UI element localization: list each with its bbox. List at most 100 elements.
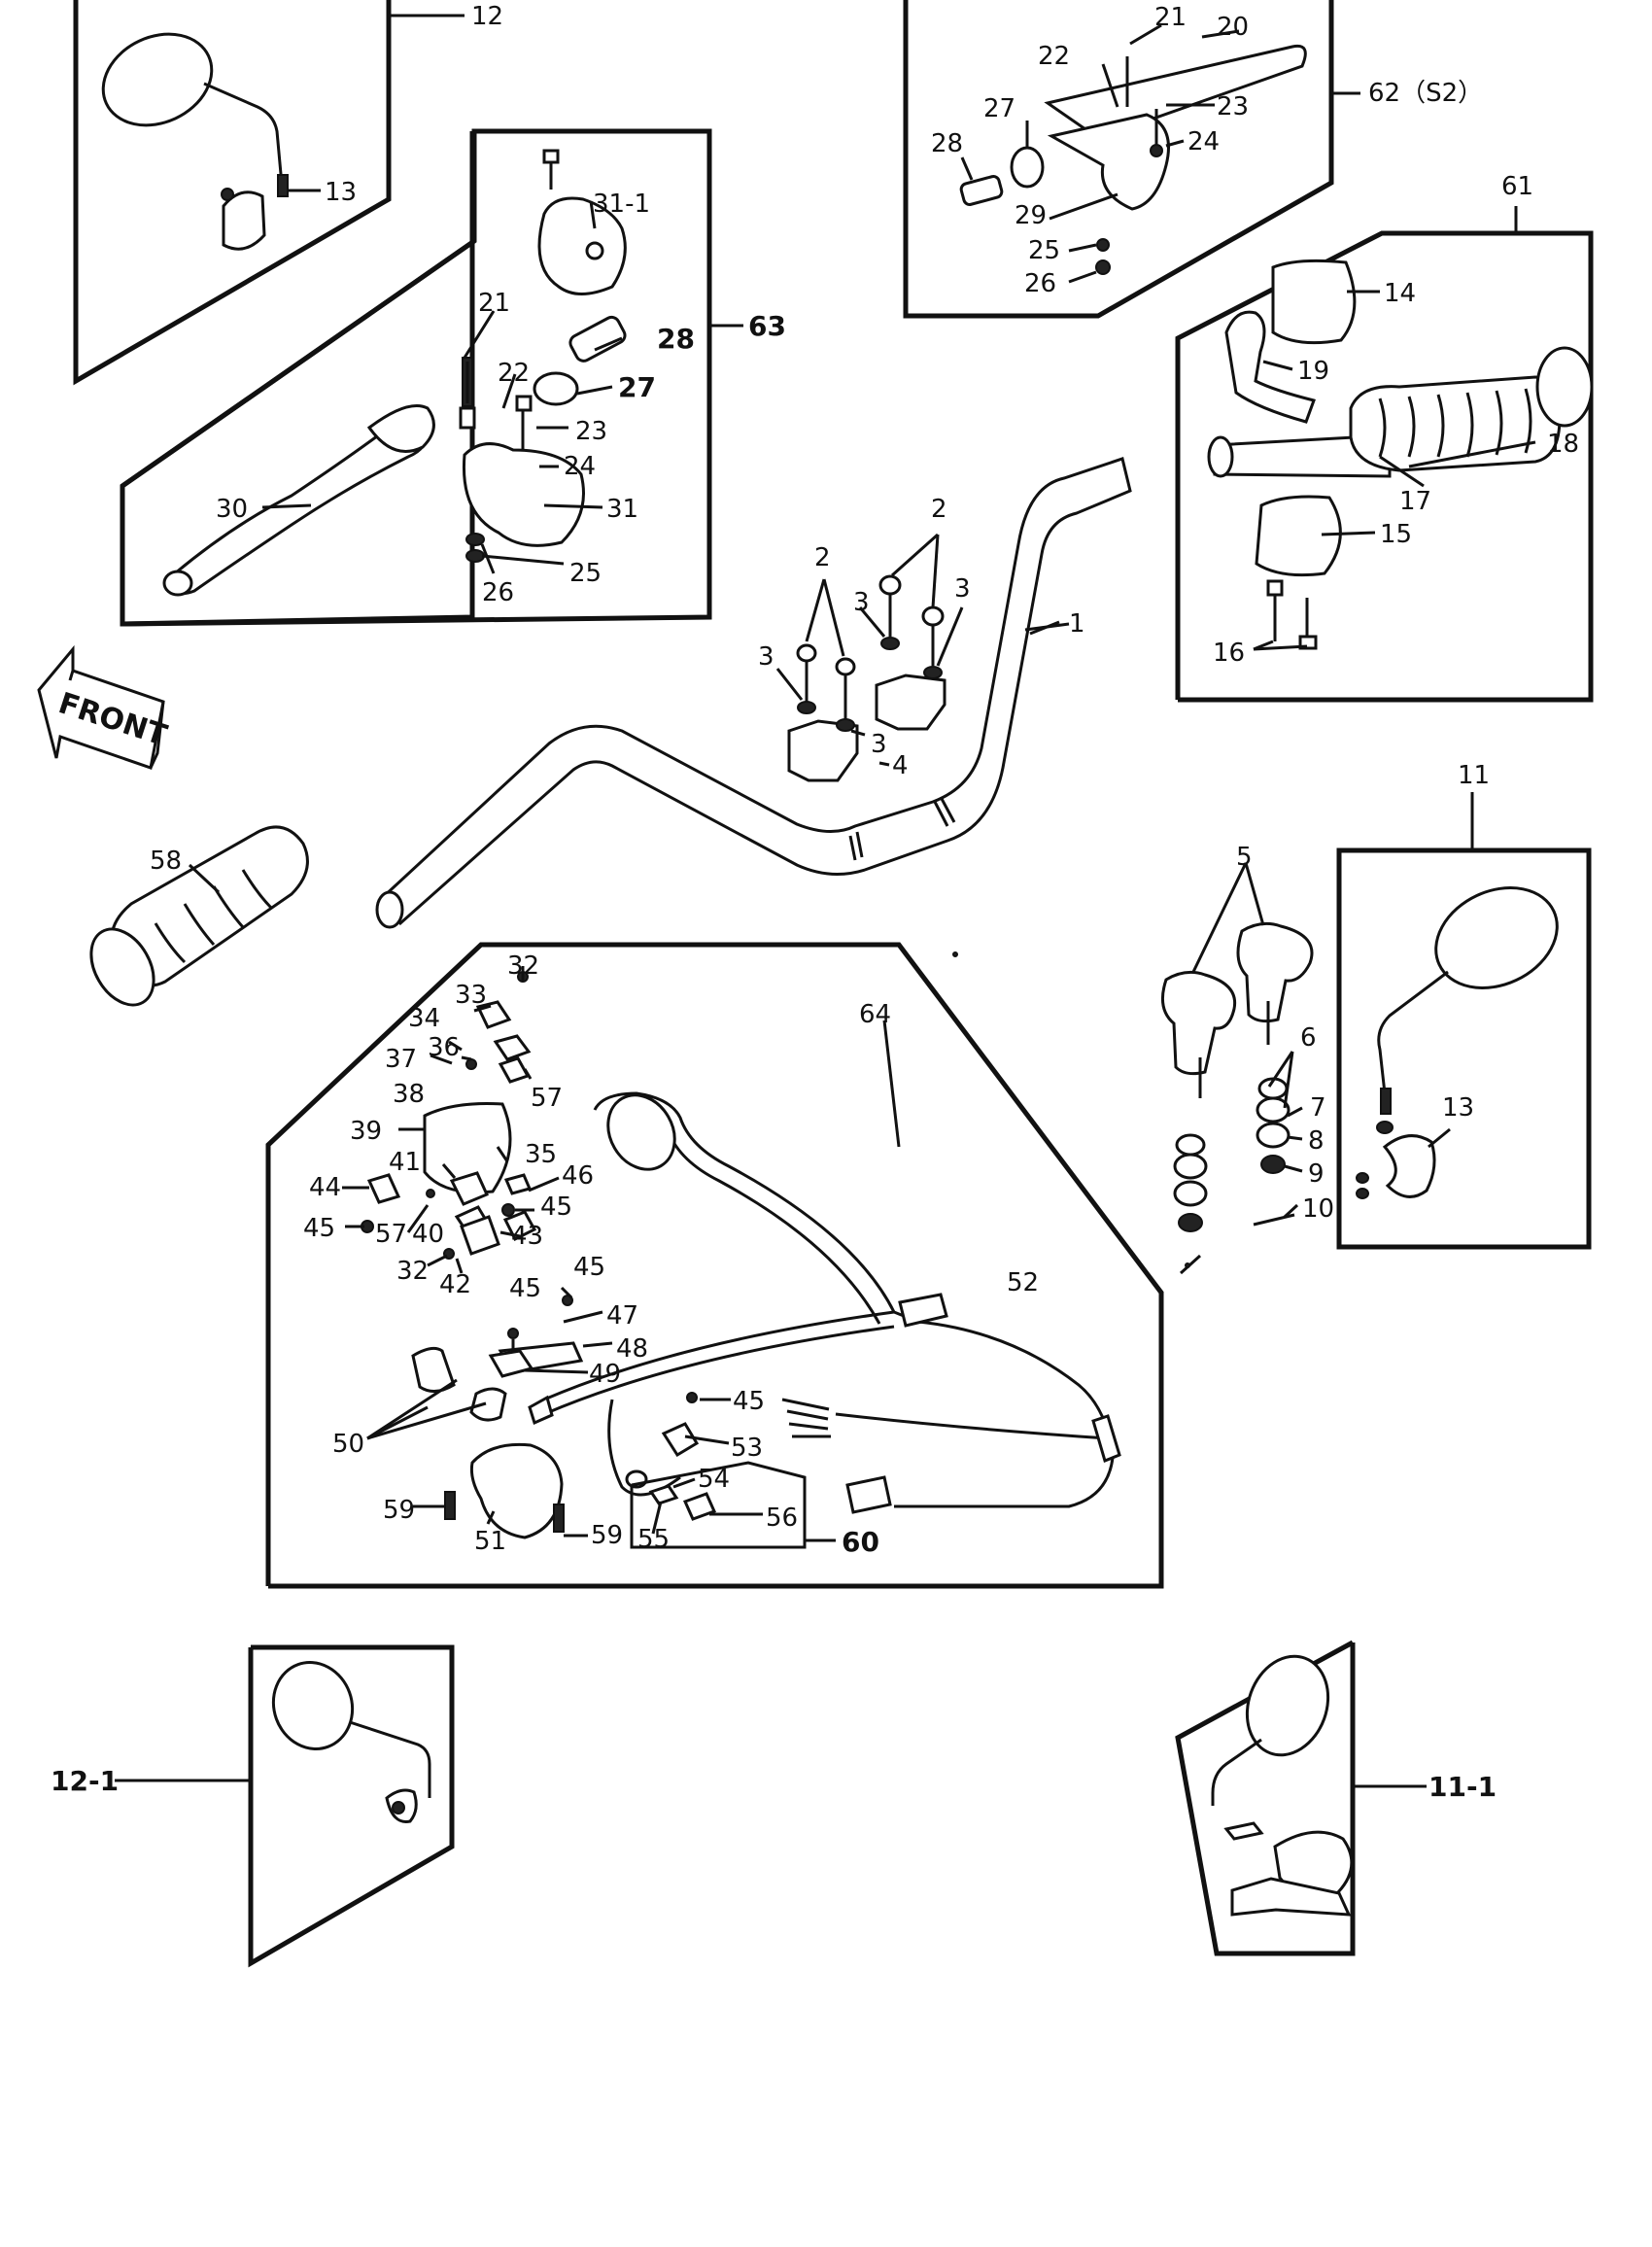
- callout-24b: 24: [564, 452, 596, 481]
- callout-4: 4: [892, 751, 909, 780]
- callout-43: 43: [511, 1222, 543, 1251]
- callout-57a: 57: [531, 1084, 563, 1113]
- callout-49: 49: [589, 1360, 621, 1389]
- grip-58-cap: [89, 927, 155, 1007]
- callout-12: 12: [471, 2, 503, 31]
- throttle-tube-end: [1207, 435, 1234, 478]
- callout-25b: 25: [569, 559, 602, 588]
- lever-28-adjuster: [568, 315, 627, 363]
- group-63-lever: [120, 128, 743, 627]
- callout-42: 42: [439, 1270, 471, 1299]
- callout-29: 29: [1015, 201, 1047, 230]
- callout-50: 50: [332, 1430, 364, 1459]
- callout-21b: 21: [478, 289, 510, 318]
- handlebar-group: [375, 457, 1132, 929]
- front-arrow: FRONT: [37, 644, 171, 770]
- harness-clip: [898, 1293, 948, 1328]
- handlebar-mark: [848, 835, 857, 861]
- callout-44: 44: [309, 1173, 341, 1202]
- callout-45e: 45: [733, 1387, 765, 1416]
- callout-31: 31: [606, 495, 638, 524]
- callout-41: 41: [389, 1148, 421, 1177]
- throttle-housing-lower: [1255, 495, 1342, 577]
- grip-58: [89, 825, 309, 1007]
- callout-23a: 23: [1217, 92, 1249, 121]
- callout-11: 11: [1458, 761, 1490, 790]
- callout-8: 8: [1308, 1126, 1325, 1156]
- throttle-housing-upper: [1271, 259, 1357, 345]
- callout-12-1: 12-1: [51, 1765, 119, 1797]
- mirror-12-1-stem: [349, 1720, 431, 1798]
- switch-housing-51: [469, 1442, 564, 1539]
- callout-39: 39: [350, 1117, 382, 1146]
- mirror-12-clamp: [222, 190, 266, 251]
- callout-27b: 27: [618, 371, 656, 403]
- callout-51: 51: [474, 1527, 506, 1556]
- lever-31-bracket: [462, 442, 585, 547]
- mirror-11-1-head: [1245, 1654, 1330, 1757]
- callout-21a: 21: [1154, 3, 1187, 32]
- callout-38: 38: [393, 1080, 425, 1109]
- callout-52: 52: [1007, 1268, 1039, 1297]
- callout-1: 1: [1069, 609, 1085, 639]
- callout-6: 6: [1300, 1023, 1317, 1053]
- callout-24a: 24: [1187, 127, 1220, 156]
- switch-part-44: [366, 1173, 401, 1204]
- callout-59a: 59: [383, 1496, 415, 1525]
- callout-13b: 13: [1442, 1093, 1474, 1123]
- callout-46: 46: [562, 1161, 594, 1191]
- callout-48: 48: [616, 1334, 648, 1364]
- callout-30: 30: [216, 495, 248, 524]
- callout-3c: 3: [758, 642, 774, 672]
- group-61-throttle: [1175, 206, 1594, 703]
- callout-17: 17: [1399, 487, 1431, 516]
- callout-47: 47: [606, 1301, 638, 1331]
- mirror-11-head: [1434, 886, 1559, 989]
- callout-22b: 22: [498, 359, 530, 388]
- callout-2a: 2: [814, 543, 831, 572]
- callout-10: 10: [1302, 1194, 1334, 1224]
- grip-18-cap: [1535, 346, 1594, 428]
- speck: [1185, 1262, 1190, 1268]
- callout-32a: 32: [507, 951, 539, 981]
- callout-56: 56: [766, 1504, 798, 1533]
- clamp-4-right: [875, 674, 946, 731]
- callout-32b: 32: [396, 1257, 429, 1286]
- callout-59b: 59: [591, 1521, 623, 1550]
- group-64-switch: [265, 942, 1164, 1589]
- mirror-12-1-head: [271, 1661, 355, 1750]
- callout-27a: 27: [983, 94, 1015, 123]
- callout-28a: 28: [931, 129, 963, 158]
- callout-55: 55: [637, 1525, 670, 1554]
- lever-62-washer: [1010, 146, 1045, 189]
- switch-housing-39: [423, 1102, 512, 1194]
- callout-57b: 57: [375, 1220, 407, 1249]
- lever-31-1-bracket: [537, 196, 627, 295]
- callout-5: 5: [1236, 843, 1253, 872]
- callout-54: 54: [698, 1465, 730, 1494]
- callout-13a: 13: [325, 178, 357, 207]
- group-11-1-mirror: [1175, 1640, 1427, 1956]
- callout-15: 15: [1380, 520, 1412, 549]
- handlebar-1-end: [375, 890, 404, 929]
- callout-labels: 12 13 21 20 22 23 62（S2） 27 28 24 29 25 …: [51, 2, 1579, 1803]
- riser-5-left: [1160, 970, 1237, 1076]
- callout-3d: 3: [871, 730, 887, 759]
- callout-14: 14: [1384, 279, 1416, 308]
- callout-18: 18: [1547, 430, 1579, 459]
- lever-27-nut: [533, 371, 579, 406]
- connector-plug: [845, 1475, 892, 1514]
- callout-60: 60: [842, 1526, 879, 1558]
- callout-40: 40: [412, 1220, 444, 1249]
- mirror-11-clamp: [1382, 1134, 1436, 1198]
- switch-part-49: [488, 1349, 534, 1378]
- callout-3a: 3: [853, 588, 870, 617]
- callout-34: 34: [408, 1004, 440, 1033]
- group-12-mirror: [73, 0, 465, 386]
- riser-5-right: [1236, 921, 1314, 1023]
- handlebar-1: [378, 457, 1132, 926]
- switch-part-46: [503, 1173, 533, 1195]
- callout-45c: 45: [509, 1274, 541, 1303]
- lever-62-blade: [1044, 44, 1307, 140]
